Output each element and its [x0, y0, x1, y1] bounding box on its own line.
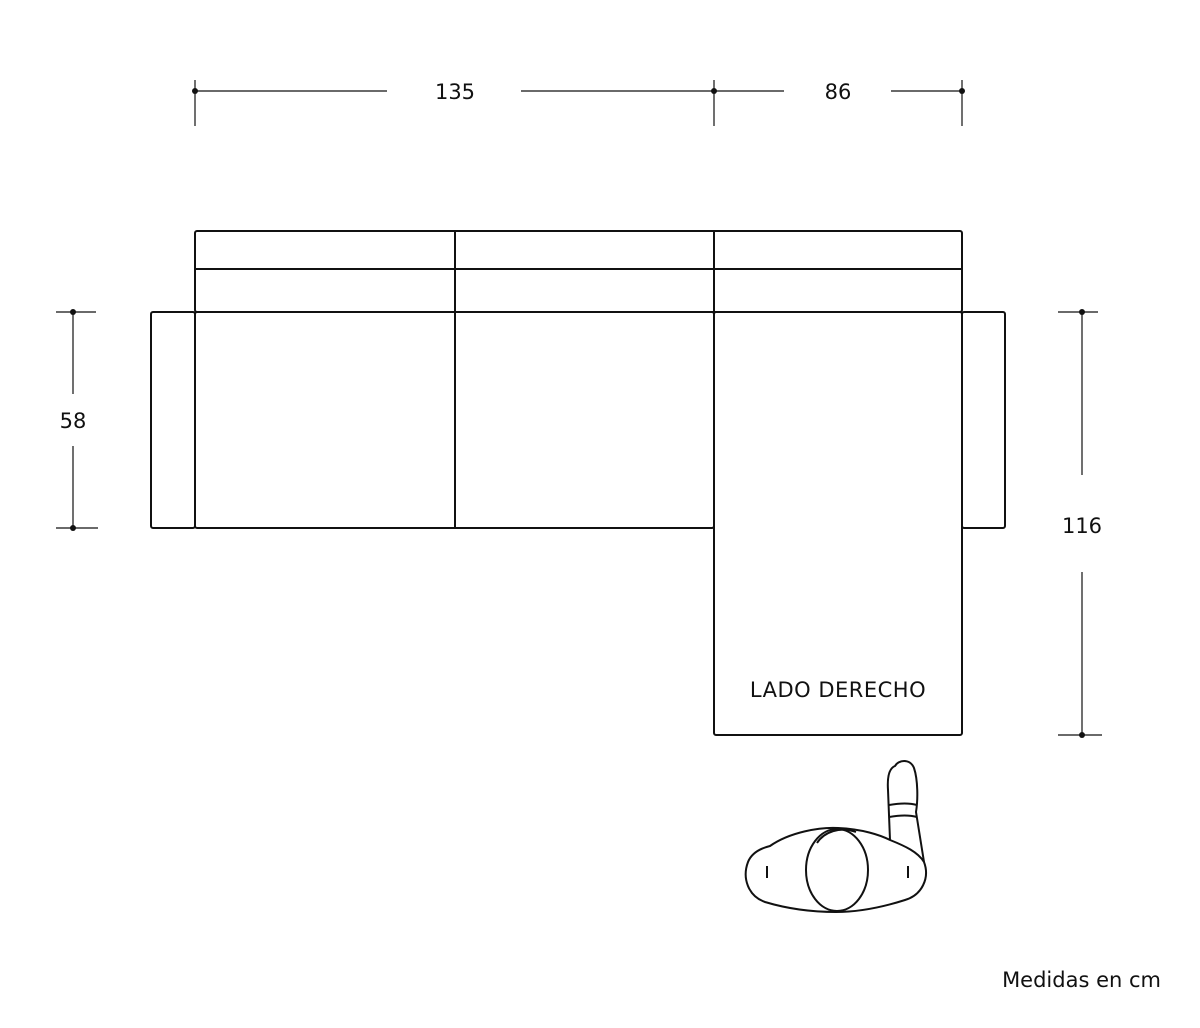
person-figure-icon: [744, 760, 927, 913]
right-armrest: [961, 311, 1006, 529]
dimension-label: 135: [435, 80, 475, 104]
dimension-depth-chaise: 116: [1058, 309, 1102, 738]
chaise-section: [713, 311, 963, 736]
dimension-label: 58: [60, 409, 87, 433]
dimension-depth-sofa: 58: [56, 309, 98, 531]
chaise-label: LADO DERECHO: [750, 678, 926, 702]
left-armrest: [150, 311, 196, 529]
dimension-width-chaise: 86: [711, 80, 965, 126]
dimension-label: 116: [1062, 514, 1102, 538]
backrest: [194, 230, 963, 313]
dimension-label: 86: [825, 80, 852, 104]
sofa-outline: LADO DERECHO: [150, 230, 1006, 736]
dimension-width-sofa: 135: [192, 80, 714, 126]
units-note: Medidas en cm: [1002, 968, 1161, 992]
